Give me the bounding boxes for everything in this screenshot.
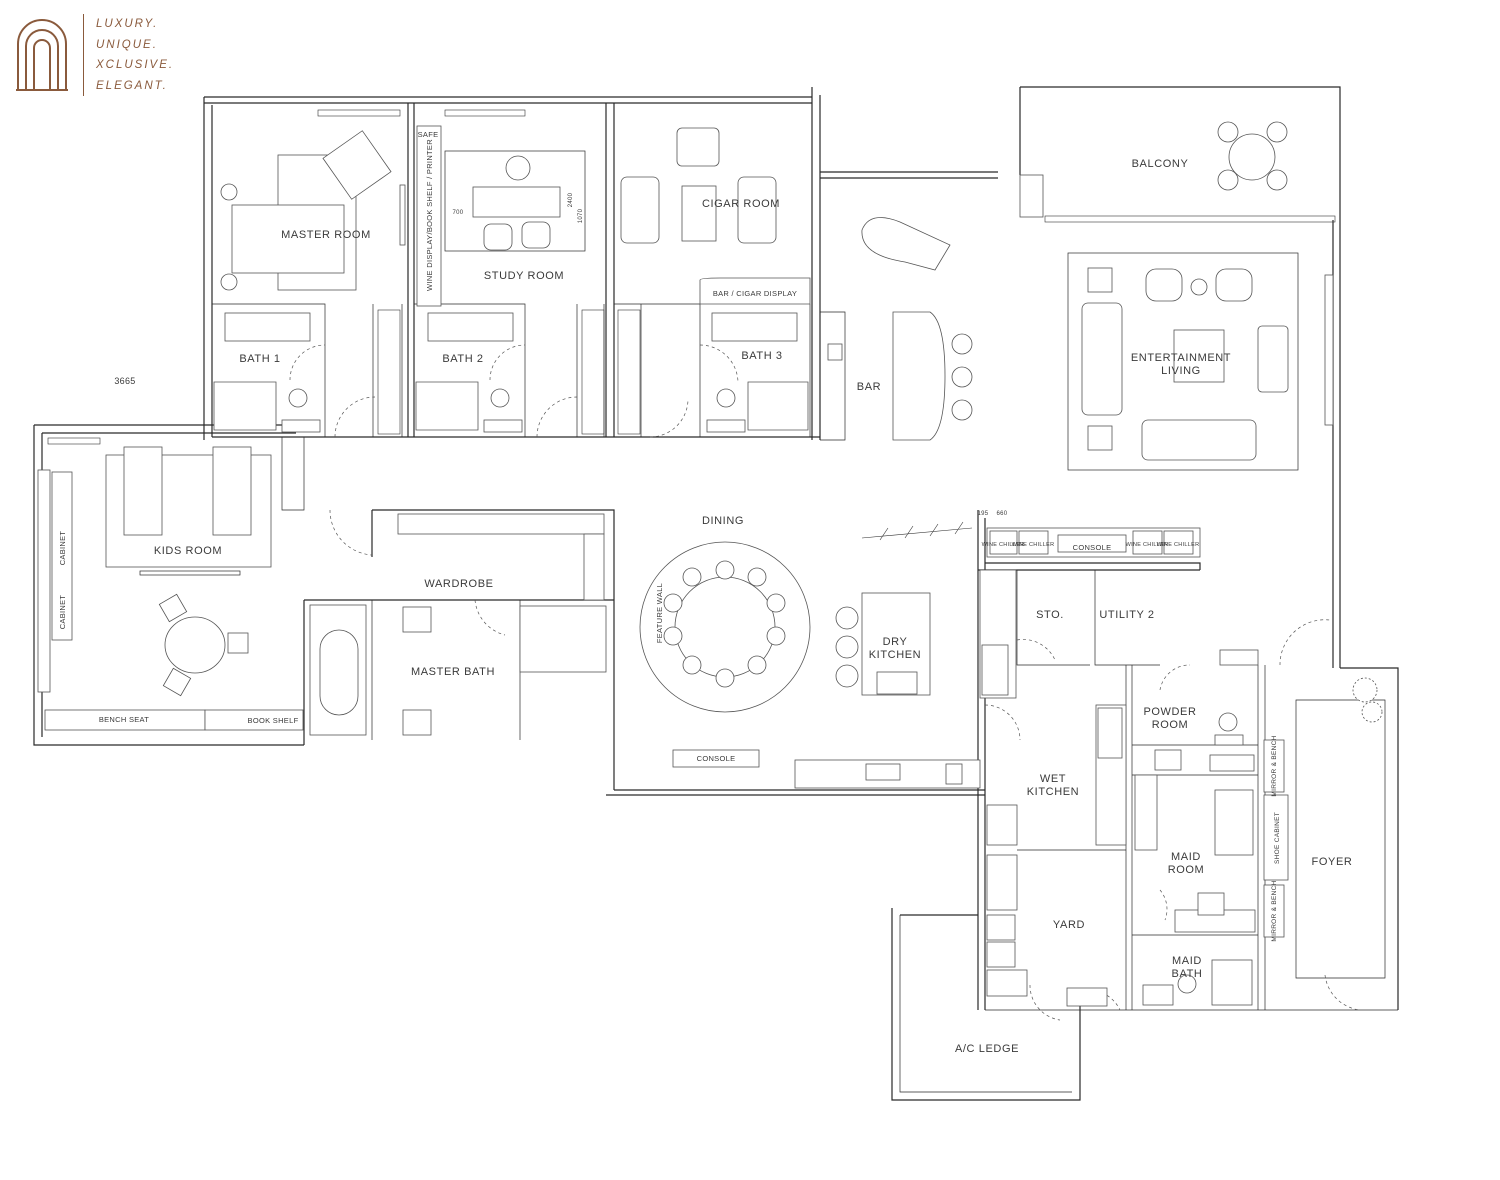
fixture-label-mirror-bench: MIRROR & BENCH bbox=[1271, 735, 1278, 796]
fixture-label-cabinet: CABINET bbox=[58, 595, 67, 630]
room-label-room: ROOM bbox=[1152, 719, 1189, 731]
tagline-line: LUXURY. bbox=[96, 18, 159, 30]
room-label-yard: YARD bbox=[1053, 919, 1085, 931]
dimension-label: 2400 bbox=[568, 192, 574, 207]
furniture bbox=[37, 109, 1383, 1007]
tagline-line: UNIQUE. bbox=[96, 38, 158, 51]
room-label-wardrobe: WARDROBE bbox=[424, 578, 493, 590]
dimension-label: 660 bbox=[997, 511, 1008, 517]
room-label-kitchen: KITCHEN bbox=[869, 649, 921, 661]
fixture-label-console: CONSOLE bbox=[697, 754, 736, 763]
room-label-utility-2: UTILITY 2 bbox=[1099, 609, 1154, 621]
fixture-label-wine-chiller: WINE CHILLER bbox=[1157, 542, 1200, 548]
room-label-sto: STO. bbox=[1036, 609, 1064, 621]
room-label-bath-1: BATH 1 bbox=[239, 353, 280, 365]
fixture-label-bar-cigar-display: BAR / CIGAR DISPLAY bbox=[713, 289, 797, 298]
arch-logo-icon bbox=[16, 19, 68, 91]
room-label-dry: DRY bbox=[883, 636, 908, 648]
fixture-label-feature-wall: FEATURE WALL bbox=[655, 583, 664, 643]
fixture-label-book-shelf: BOOK SHELF bbox=[248, 716, 299, 725]
fixture-label-wine-chiller: WINE CHILLER bbox=[1012, 542, 1055, 548]
room-label-master-room: MASTER ROOM bbox=[281, 229, 371, 241]
fixture-label-mirror-bench: MIRROR & BENCH bbox=[1271, 880, 1278, 941]
room-label-bar: BAR bbox=[857, 381, 881, 393]
room-label-powder: POWDER bbox=[1143, 706, 1196, 718]
dimension-label: 195 bbox=[978, 511, 989, 517]
dimension-label: 1070 bbox=[578, 208, 584, 223]
room-label-kids-room: KIDS ROOM bbox=[154, 545, 222, 557]
room-label-cigar-room: CIGAR ROOM bbox=[702, 198, 780, 210]
room-label-maid: MAID bbox=[1171, 851, 1201, 863]
fixture-label-cabinet: CABINET bbox=[58, 531, 67, 566]
room-label-balcony: BALCONY bbox=[1132, 158, 1189, 170]
room-label-bath-3: BATH 3 bbox=[741, 350, 782, 362]
room-label-wet: WET bbox=[1040, 773, 1066, 785]
room-label-entertainment: ENTERTAINMENT bbox=[1131, 352, 1231, 364]
fixture-label-safe: SAFE bbox=[418, 130, 439, 139]
room-label-maid: MAID bbox=[1172, 955, 1202, 967]
room-label-study-room: STUDY ROOM bbox=[484, 270, 564, 282]
fixture-labels: SAFE WINE DISPLAY/BOOK SHELF / PRINTER B… bbox=[58, 130, 1281, 942]
room-label-master-bath: MASTER BATH bbox=[411, 666, 495, 678]
plant-icon bbox=[1352, 677, 1383, 723]
doors bbox=[289, 344, 1361, 1021]
room-label-foyer: FOYER bbox=[1312, 856, 1353, 868]
tagline-line: ELEGANT. bbox=[96, 79, 168, 92]
fixture-label-wine-chiller: WINE CHILLER bbox=[982, 542, 1025, 548]
room-label-room: ROOM bbox=[1168, 864, 1205, 876]
room-label-bath-2: BATH 2 bbox=[442, 353, 483, 365]
room-label-dining: DINING bbox=[702, 515, 744, 527]
room-label-living: LIVING bbox=[1161, 365, 1201, 377]
dimension-label: 3665 bbox=[114, 376, 135, 386]
tagline-line: XCLUSIVE. bbox=[96, 59, 175, 71]
fixture-label-bench-seat: BENCH SEAT bbox=[99, 715, 149, 724]
fixture-label-wine-display: WINE DISPLAY/BOOK SHELF / PRINTER bbox=[425, 139, 434, 291]
fixture-label-shoe-cabinet: SHOE CABINET bbox=[1274, 812, 1281, 864]
room-label-bath: BATH bbox=[1172, 968, 1203, 980]
room-label-ac-ledge: A/C LEDGE bbox=[955, 1043, 1019, 1055]
room-labels: MASTER ROOM STUDY ROOM CIGAR ROOM BALCON… bbox=[154, 158, 1353, 1055]
brand-tagline: LUXURY. UNIQUE. XCLUSIVE. ELEGANT. bbox=[83, 14, 216, 96]
dimension-label: 700 bbox=[453, 210, 464, 216]
dimension-labels: 700 2400 1070 3665 195 660 bbox=[114, 192, 1007, 517]
fixture-label-wine-chiller: WINE CHILLER bbox=[1126, 542, 1169, 548]
room-label-kitchen: KITCHEN bbox=[1027, 786, 1079, 798]
fixture-label-console: CONSOLE bbox=[1073, 543, 1112, 552]
